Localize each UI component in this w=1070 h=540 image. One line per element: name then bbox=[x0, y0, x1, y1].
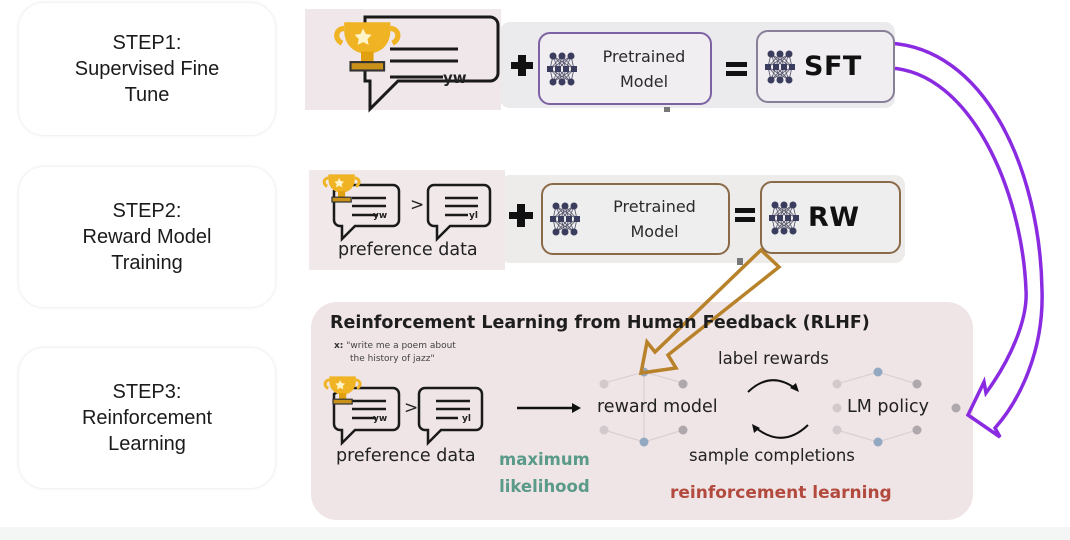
winner-label: yw bbox=[373, 414, 388, 424]
step3-card: STEP3: Reinforcement Learning bbox=[18, 347, 276, 489]
model-label: Model bbox=[619, 71, 669, 91]
connector-marker bbox=[737, 258, 743, 265]
lm-policy-network-icon bbox=[832, 367, 961, 447]
rw-label: RW bbox=[808, 202, 860, 233]
step2-winner-bubble-icon bbox=[332, 183, 401, 243]
prompt-line2: the history of jazz" bbox=[350, 354, 435, 364]
neural-network-icon bbox=[546, 51, 578, 86]
sft-model-box: SFT bbox=[756, 30, 895, 103]
pretrained-label: Pretrained bbox=[613, 197, 696, 216]
step1-desc-line1: Supervised Fine bbox=[74, 58, 220, 80]
step1-response-bubble-icon bbox=[363, 15, 500, 113]
step3-desc-line2: Learning bbox=[108, 433, 186, 455]
loser-label: yl bbox=[462, 414, 471, 424]
lm-policy-label: LM policy bbox=[847, 397, 929, 417]
connector-marker bbox=[664, 107, 670, 112]
rlhf-panel bbox=[311, 302, 973, 520]
pretrained-label: Pretrained bbox=[602, 46, 686, 66]
winner-label: yw bbox=[373, 211, 388, 221]
step2-preference-data-label: preference data bbox=[338, 240, 478, 260]
trophy-icon bbox=[337, 22, 398, 70]
rlhf-winner-bubble-icon bbox=[332, 386, 401, 447]
preference-comparator: > bbox=[404, 398, 419, 418]
sft-label: SFT bbox=[804, 51, 862, 82]
rw-to-reward-model-arrow bbox=[638, 247, 782, 376]
reinforcement-learning-label: reinforcement learning bbox=[670, 483, 892, 503]
neural-network-icon bbox=[764, 49, 796, 84]
sft-to-lm-policy-arrow bbox=[882, 41, 1044, 439]
example-prompt: x: "write me a poem about the history of… bbox=[334, 340, 456, 366]
label-rewards-arrow-icon bbox=[747, 379, 799, 393]
step3-title: STEP3: bbox=[112, 381, 182, 403]
right-arrow-icon bbox=[517, 403, 581, 413]
sample-completions-label: sample completions bbox=[689, 446, 855, 465]
sample-completions-arrow-icon bbox=[752, 424, 809, 439]
plus-icon bbox=[509, 204, 533, 227]
likelihood-label: likelihood bbox=[499, 477, 590, 496]
rlhf-title: Reinforcement Learning from Human Feedba… bbox=[330, 313, 870, 333]
neural-network-icon bbox=[768, 200, 800, 235]
plus-icon bbox=[511, 55, 533, 76]
step3-desc-line1: Reinforcement bbox=[81, 407, 213, 429]
step1-response-label: yw bbox=[443, 69, 467, 87]
model-label: Model bbox=[630, 222, 679, 241]
rlhf-loser-bubble-icon bbox=[417, 386, 484, 447]
preference-comparator: > bbox=[410, 195, 425, 215]
maximum-label: maximum bbox=[499, 450, 590, 469]
maximum-likelihood-label: maximum likelihood bbox=[499, 446, 590, 500]
prompt-line1: "write me a poem about bbox=[346, 341, 456, 351]
step2-title: STEP2: bbox=[112, 200, 182, 222]
reward-model-label: reward model bbox=[597, 397, 718, 417]
step2-card: STEP2: Reward Model Training bbox=[18, 166, 276, 308]
step1-title: STEP1: bbox=[112, 32, 182, 54]
neural-network-icon bbox=[549, 202, 581, 236]
bottom-strip bbox=[0, 527, 1070, 540]
step1-desc-line2: Tune bbox=[124, 84, 170, 106]
label-rewards-label: label rewards bbox=[718, 349, 829, 368]
prompt-prefix: x: bbox=[334, 341, 344, 351]
rlhf-preference-data-label: preference data bbox=[336, 446, 476, 466]
equals-icon bbox=[726, 62, 747, 76]
loser-label: yl bbox=[469, 211, 478, 221]
step2-pretrained-model-box: Pretrained Model bbox=[541, 183, 730, 255]
step2-loser-bubble-icon bbox=[426, 183, 492, 243]
equals-icon bbox=[735, 208, 755, 222]
step1-card: STEP1: Supervised Fine Tune bbox=[18, 2, 276, 136]
step1-pretrained-model-box: Pretrained Model bbox=[538, 32, 712, 105]
step2-desc-line1: Reward Model bbox=[82, 226, 212, 248]
step2-desc-line2: Training bbox=[111, 252, 183, 274]
reward-model-box: RW bbox=[760, 181, 901, 254]
